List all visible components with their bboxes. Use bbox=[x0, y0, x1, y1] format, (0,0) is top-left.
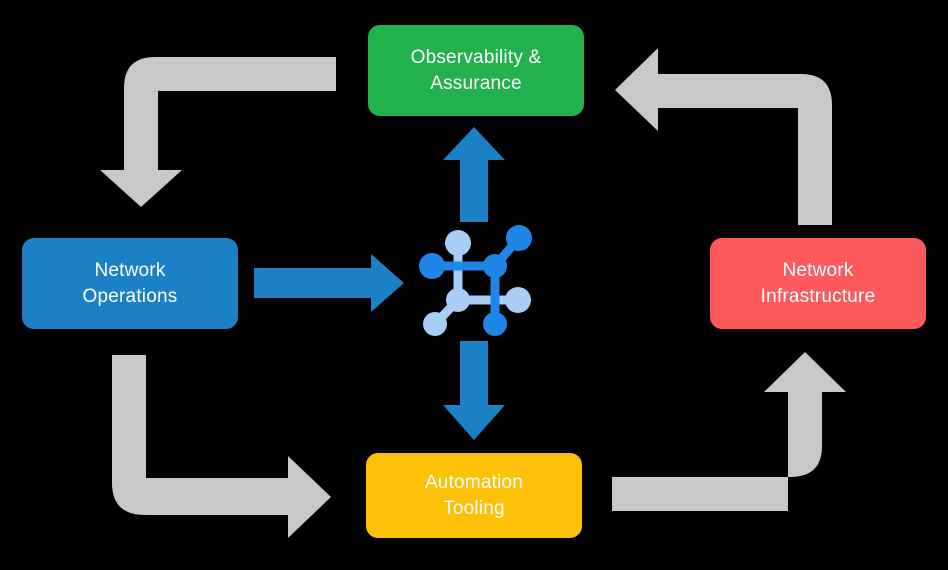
network-node-upper-right-dark bbox=[506, 225, 532, 251]
network-node-mid-light bbox=[446, 288, 470, 312]
network-node-top-light bbox=[445, 230, 471, 256]
node-network-operations[interactable]: Network Operations bbox=[22, 238, 238, 329]
network-icon-nodes bbox=[419, 225, 532, 336]
node-network-infrastructure[interactable]: Network Infrastructure bbox=[710, 238, 926, 329]
arrow-network-infrastructure-to-observability bbox=[615, 48, 832, 225]
node-observability-assurance[interactable]: Observability & Assurance bbox=[368, 25, 584, 116]
network-node-center-dark bbox=[483, 254, 507, 278]
network-node-left-dark bbox=[419, 253, 445, 279]
network-node-right-light bbox=[505, 287, 531, 313]
arrow-center-to-observability bbox=[443, 127, 505, 222]
network-node-bottom-dark bbox=[483, 312, 507, 336]
arrow-observability-to-network-operations bbox=[100, 57, 336, 207]
arrow-center-to-automation-tooling bbox=[443, 341, 505, 440]
arrow-network-operations-to-center bbox=[254, 254, 404, 312]
node-automation-tooling[interactable]: Automation Tooling bbox=[366, 453, 582, 538]
arrow-network-operations-to-automation-tooling bbox=[112, 355, 331, 538]
arrow-automation-tooling-to-network-infrastructure bbox=[612, 352, 846, 511]
network-node-bottom-left-light bbox=[423, 312, 447, 336]
